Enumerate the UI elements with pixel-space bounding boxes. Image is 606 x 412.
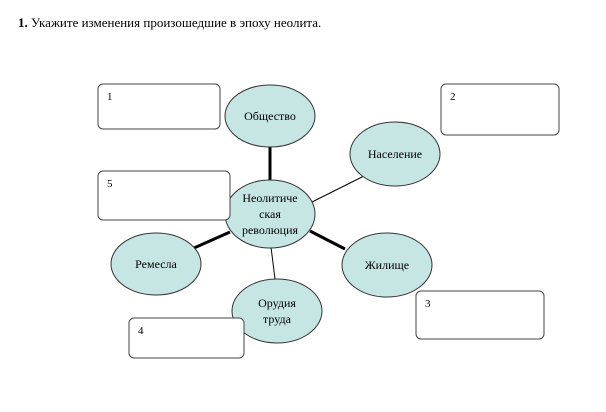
answer-box-number: 3 xyxy=(425,298,431,310)
answer-box-3[interactable]: 3 xyxy=(415,290,545,340)
connector-population xyxy=(311,175,365,203)
node-tools-shape xyxy=(231,278,323,344)
answer-box-4[interactable]: 4 xyxy=(128,317,245,359)
node-crafts-shape xyxy=(110,232,202,296)
connector-crafts xyxy=(193,230,231,250)
task-text: Укажите изменения произошедшие в эпоху н… xyxy=(31,15,322,30)
node-society-shape xyxy=(224,84,316,148)
center-node-label: ская xyxy=(259,207,281,221)
node-dwelling-shape xyxy=(341,232,433,298)
task-number: 1. xyxy=(18,15,28,30)
answer-box-number: 2 xyxy=(450,91,456,103)
task-heading: 1. Укажите изменения произошедшие в эпох… xyxy=(18,15,321,31)
node-crafts: Ремесла xyxy=(110,232,202,296)
node-tools-label: труда xyxy=(263,312,292,326)
node-crafts-label: Ремесла xyxy=(135,257,177,271)
center-node: Неолитиче ская революция xyxy=(224,179,316,249)
node-dwelling: Жилище xyxy=(341,232,433,298)
node-population: Население xyxy=(349,121,441,187)
answer-box-1[interactable]: 1 xyxy=(97,83,221,130)
answer-box-5[interactable]: 5 xyxy=(97,170,231,221)
node-dwelling-label: Жилище xyxy=(365,258,409,272)
connector-tools xyxy=(270,246,276,280)
node-tools-label: Орудия xyxy=(258,296,296,310)
nodes: Неолитиче ская революция ОбществоНаселениеЖ… xyxy=(110,84,441,344)
answer-box-number: 1 xyxy=(107,91,113,103)
center-node-label: Неолитиче xyxy=(242,191,297,205)
center-node-label: революция xyxy=(242,223,299,237)
answer-box-number: 5 xyxy=(107,178,113,190)
answer-box-2[interactable]: 2 xyxy=(440,83,560,136)
node-population-shape xyxy=(349,121,441,187)
answer-box-frame[interactable] xyxy=(440,83,560,136)
answer-box-frame[interactable] xyxy=(97,170,231,221)
connectors xyxy=(193,147,365,280)
connector-dwelling xyxy=(309,229,346,251)
answer-box-frame[interactable] xyxy=(97,83,221,130)
node-population-label: Население xyxy=(368,147,422,161)
answer-boxes: 1 2 3 4 5 xyxy=(97,83,560,359)
answer-box-frame[interactable] xyxy=(128,317,245,359)
answer-box-number: 4 xyxy=(138,325,144,337)
answer-box-frame[interactable] xyxy=(415,290,545,340)
node-society-label: Общество xyxy=(244,109,296,123)
node-tools: Орудия труда xyxy=(231,278,323,344)
node-society: Общество xyxy=(224,84,316,148)
